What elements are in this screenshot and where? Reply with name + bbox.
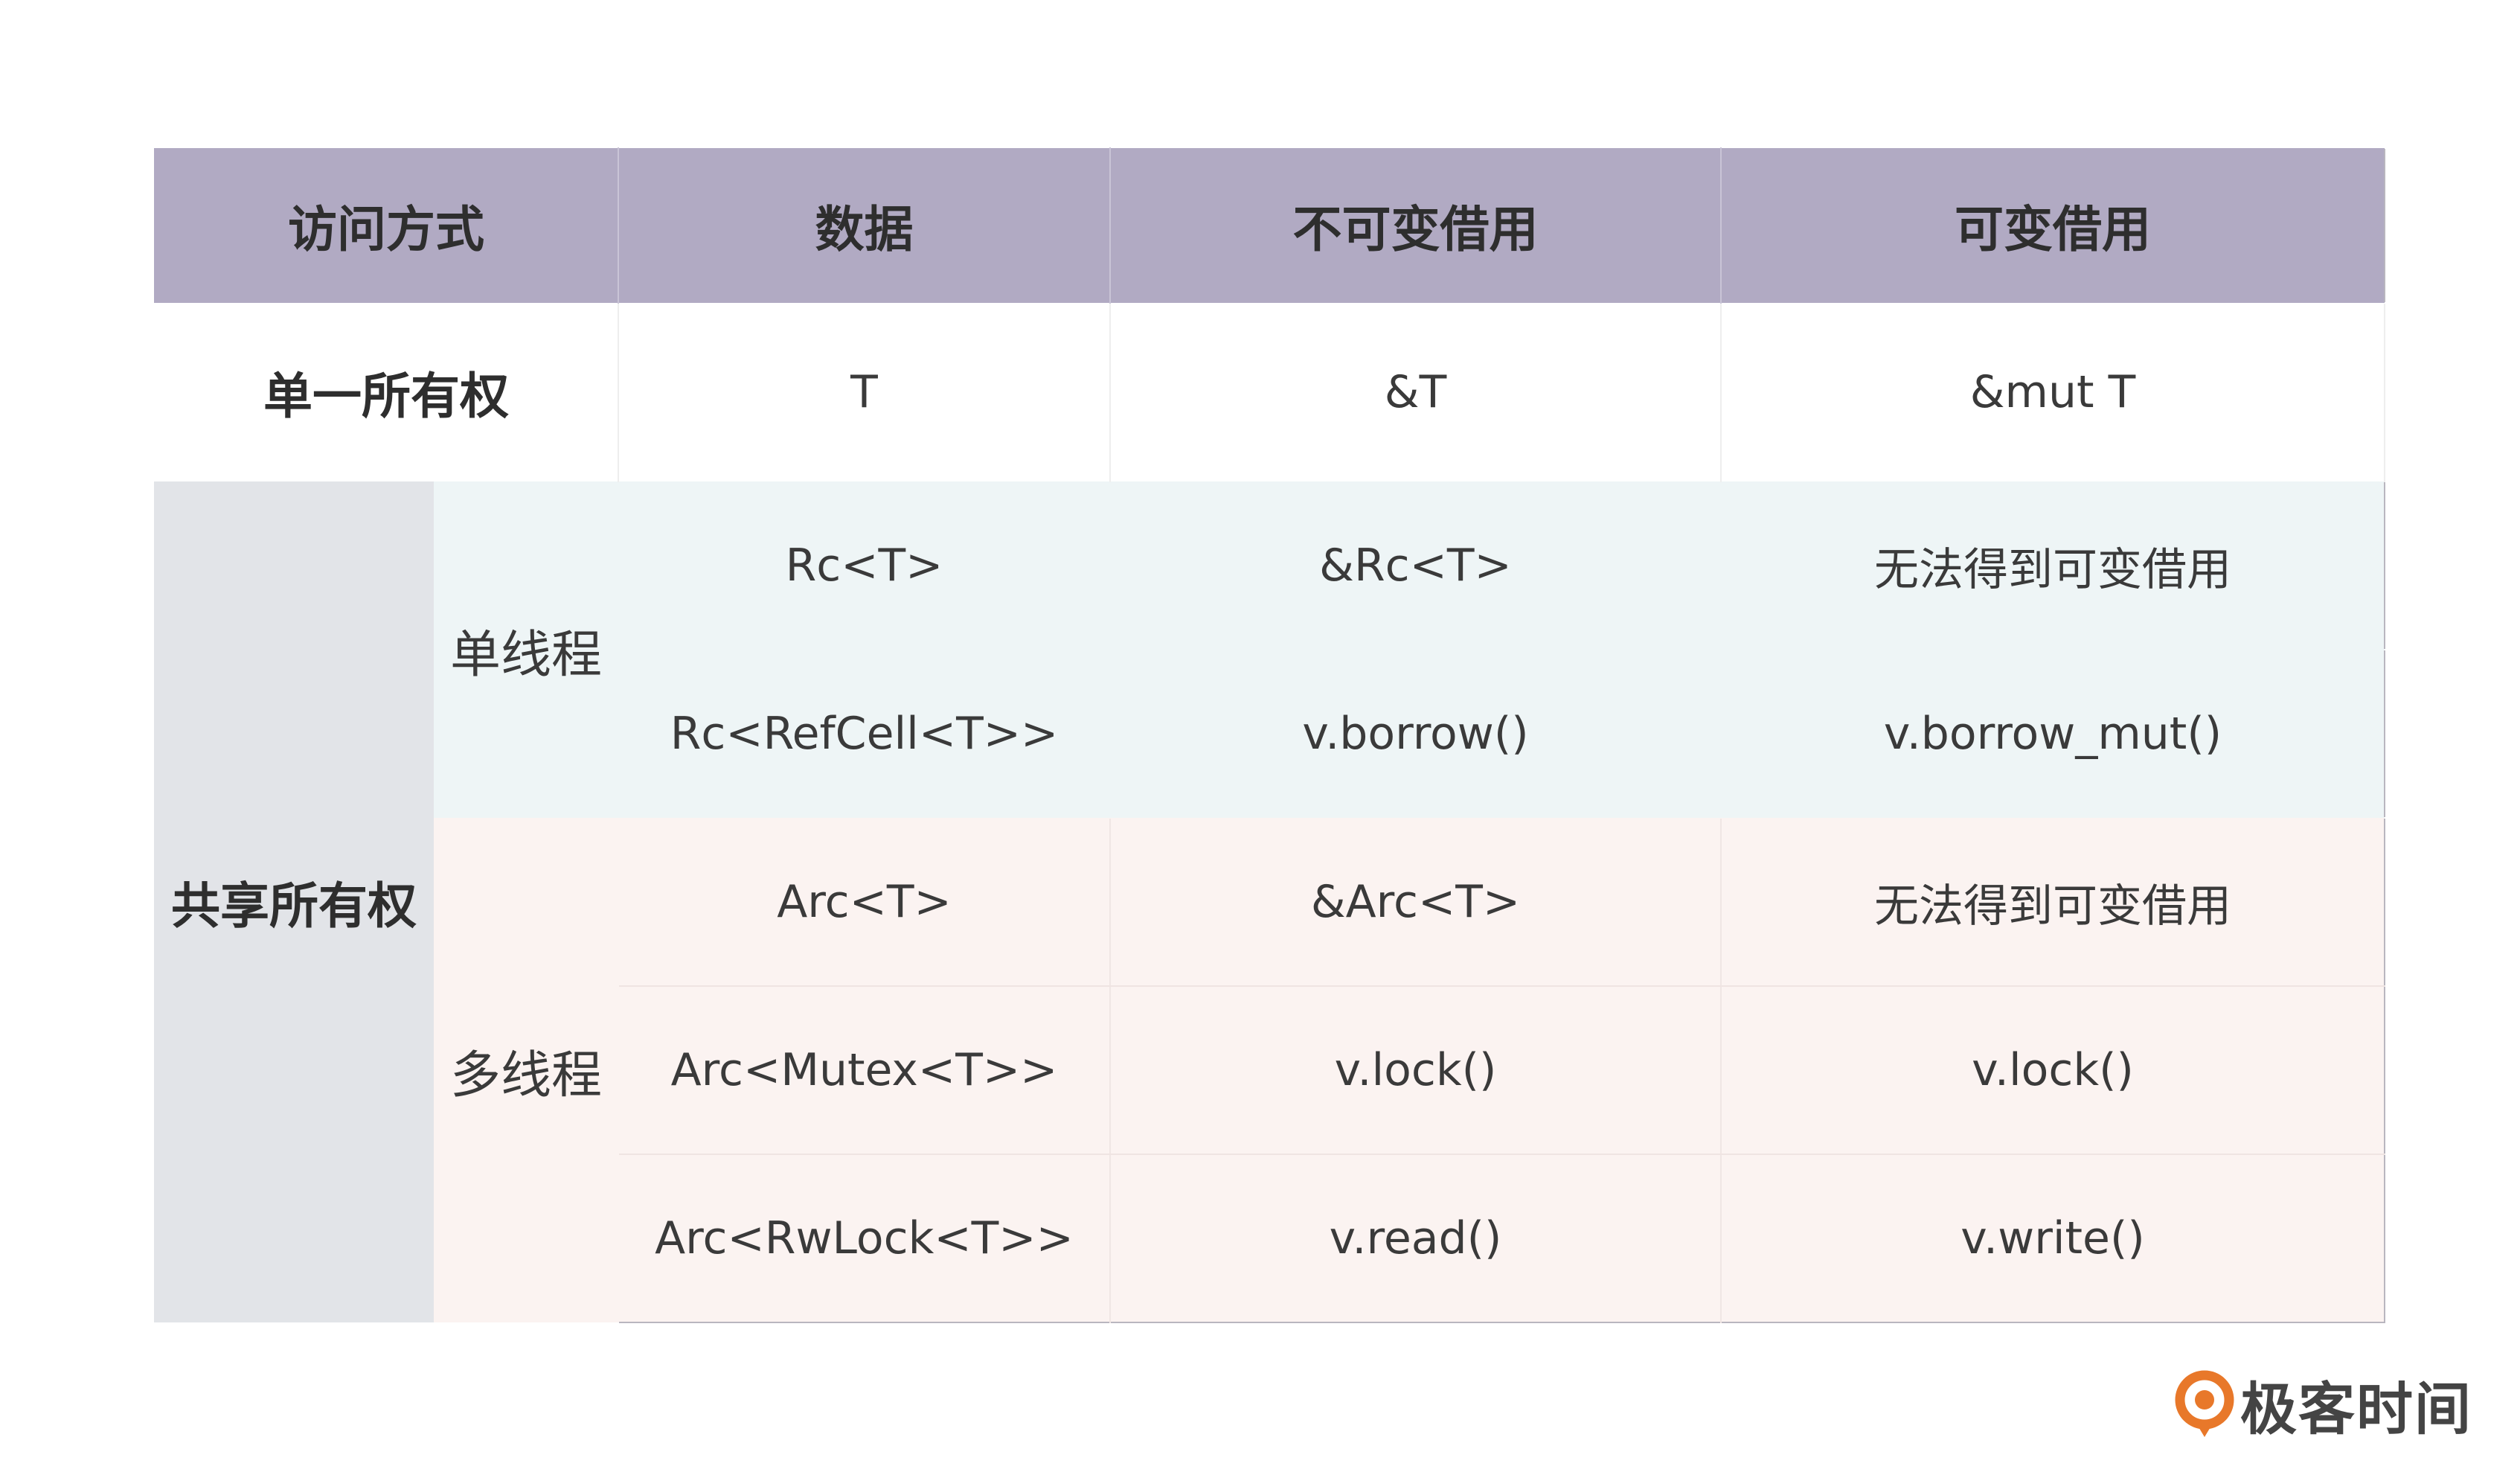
table-cell-data: Arc<Mutex<T>> — [618, 986, 1111, 1155]
single-ownership-immutable: &T — [1110, 303, 1722, 481]
table-row: Rc<RefCell<T>> v.borrow() v.borrow_mut() — [154, 650, 2385, 818]
table-cell-mutable: 无法得到可变借用 — [1721, 481, 2385, 650]
table-cell-mutable: v.write() — [1721, 1154, 2385, 1322]
single-ownership-data: T — [618, 303, 1111, 481]
header-mutable-borrow: 可变借用 — [1721, 148, 2385, 303]
ownership-access-table: 访问方式 数据 不可变借用 可变借用 单一所有权 T &T &mut T 共享所… — [153, 147, 2385, 1323]
table-row-single-ownership: 单一所有权 T &T &mut T — [154, 303, 2385, 481]
table-row: Arc<Mutex<T>> v.lock() v.lock() — [154, 986, 2385, 1155]
table-cell-data: Arc<RwLock<T>> — [618, 1154, 1111, 1322]
header-row: 访问方式 数据 不可变借用 可变借用 — [154, 148, 2385, 303]
header-access-method: 访问方式 — [154, 148, 619, 303]
table-cell-data: Rc<RefCell<T>> — [618, 650, 1110, 818]
header-immutable-borrow: 不可变借用 — [1110, 148, 1722, 303]
table-cell-mutable: 无法得到可变借用 — [1721, 818, 2385, 987]
table-row: Arc<RwLock<T>> v.read() v.write() — [154, 1154, 2385, 1322]
table-cell-immutable: &Arc<T> — [1110, 818, 1722, 987]
table-row: 多线程 Arc<T> &Arc<T> 无法得到可变借用 — [154, 818, 2385, 1322]
table-cell-immutable: v.read() — [1110, 1154, 1722, 1322]
brand-watermark: 极客时间 — [2173, 1363, 2472, 1445]
geektime-logo-icon — [2175, 1370, 2234, 1437]
table-cell-mutable: v.borrow_mut() — [1721, 650, 2385, 818]
table-cell-data: Rc<T> — [618, 481, 1110, 650]
multi-thread-label: 多线程 — [434, 818, 618, 1322]
table-cell-immutable: v.borrow() — [1110, 650, 1721, 818]
shared-ownership-label: 共享所有权 — [154, 481, 434, 1322]
table-row: 共享所有权 单线程 Rc<T> &Rc<T> 无法得到可变借用 — [154, 481, 2385, 1322]
header-data: 数据 — [618, 148, 1111, 303]
single-ownership-mutable: &mut T — [1721, 303, 2385, 481]
brand-name: 极客时间 — [2240, 1376, 2472, 1442]
single-ownership-label: 单一所有权 — [154, 303, 619, 481]
table-cell-mutable: v.lock() — [1721, 986, 2385, 1155]
table-cell-data: Arc<T> — [618, 818, 1111, 987]
single-thread-label: 单线程 — [434, 481, 618, 818]
table-cell-immutable: &Rc<T> — [1110, 481, 1721, 650]
table-cell-immutable: v.lock() — [1110, 986, 1722, 1155]
